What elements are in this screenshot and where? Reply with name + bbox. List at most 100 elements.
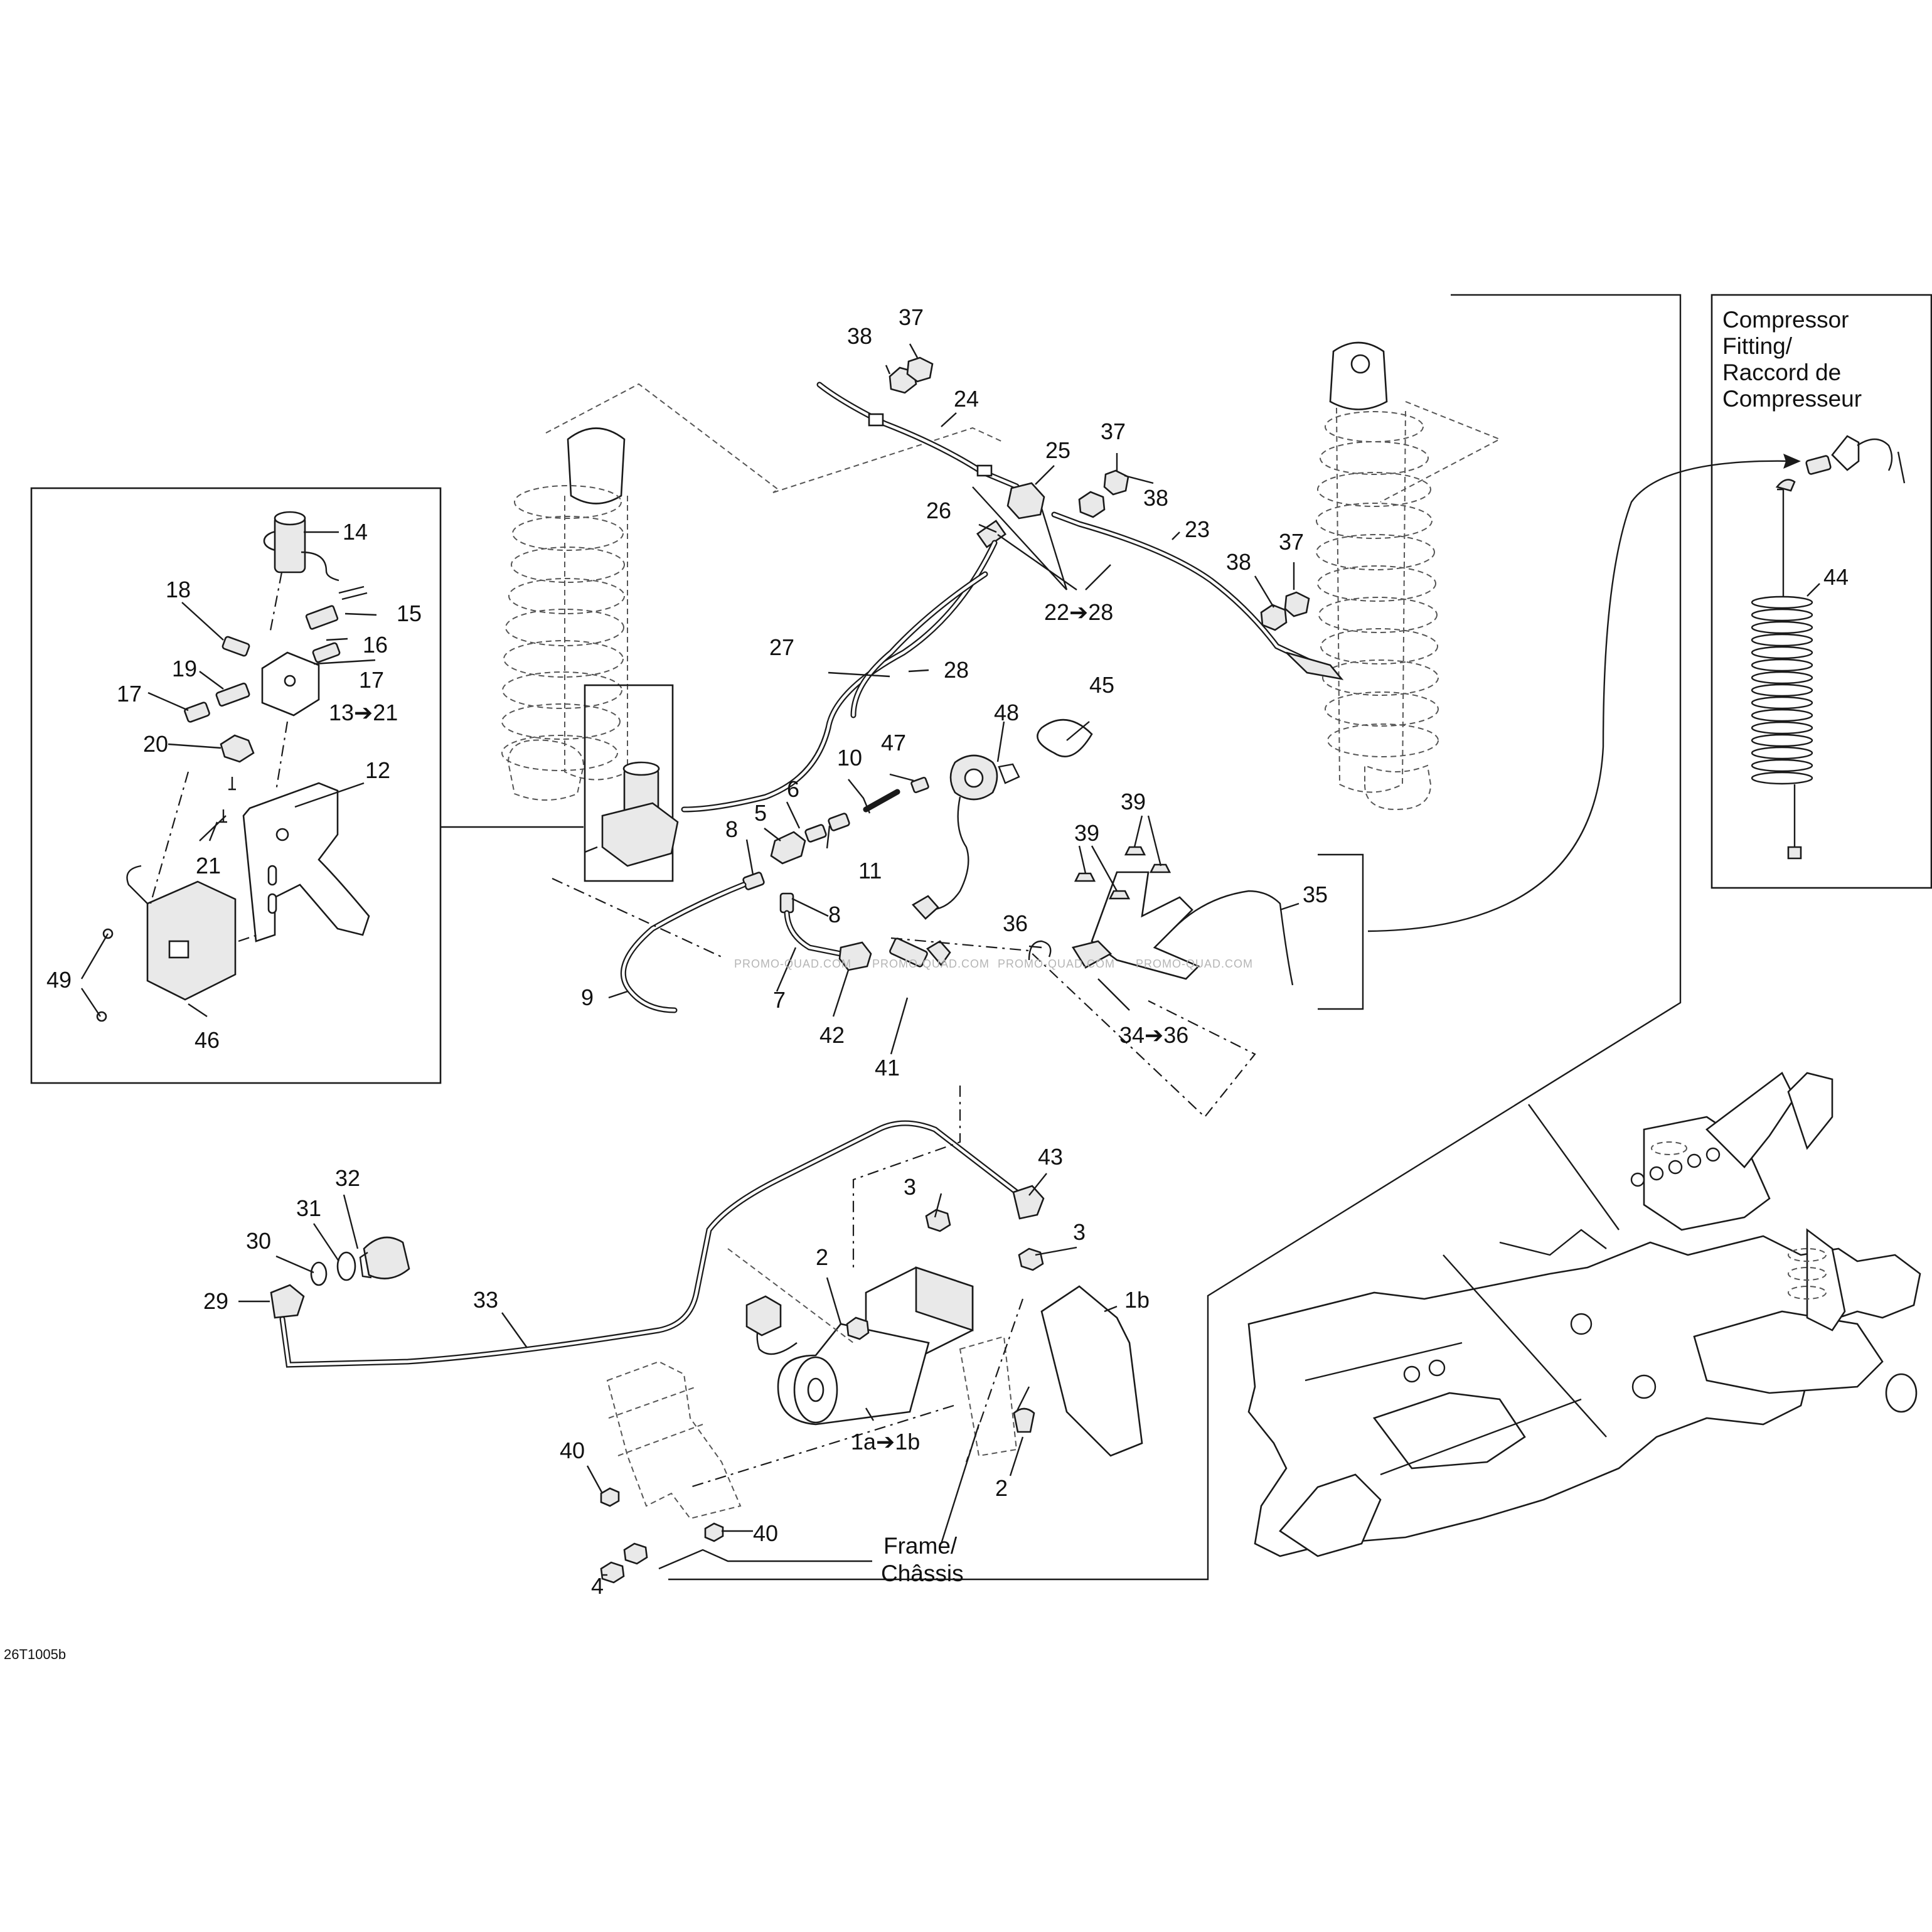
screws-49 <box>96 928 114 1022</box>
callout-6: 6 <box>787 776 799 802</box>
callout-20: 20 <box>143 731 168 757</box>
fittings-37-38-middle <box>1078 469 1129 518</box>
callout-10: 10 <box>837 745 862 771</box>
vehicle-frame <box>1247 1072 1921 1557</box>
air-line-7 <box>784 910 844 957</box>
callout-21: 21 <box>196 853 221 878</box>
callout-29: 29 <box>203 1288 228 1314</box>
callout-41: 41 <box>875 1055 900 1081</box>
callout-31: 31 <box>296 1195 321 1221</box>
callout-5: 5 <box>754 800 767 826</box>
callout-3: 3 <box>1073 1219 1086 1245</box>
callout-39: 39 <box>1074 820 1099 846</box>
callout-8: 8 <box>828 902 841 927</box>
leader-lines <box>80 343 1820 1576</box>
callout-14: 14 <box>343 519 368 545</box>
control-module-46 <box>126 865 237 1001</box>
callout-24: 24 <box>954 386 979 412</box>
svg-text:Châssis: Châssis <box>881 1561 964 1586</box>
elbow-29 <box>270 1284 305 1319</box>
callout-23: 23 <box>1185 516 1210 542</box>
svg-text:Fitting/: Fitting/ <box>1722 333 1793 359</box>
valve-inset-box <box>584 684 674 882</box>
callout-15: 15 <box>397 600 422 626</box>
bracket-12 <box>242 782 370 942</box>
callout-30: 30 <box>246 1228 271 1254</box>
left-shock-absorber <box>501 383 1005 801</box>
callout-37: 37 <box>1101 419 1126 444</box>
air-line-28 <box>850 571 988 718</box>
sensor-bracket-bracket <box>1318 853 1364 1010</box>
o-rings-30-31 <box>310 1251 356 1286</box>
callout-19: 19 <box>172 656 197 681</box>
arrow-head-compressor <box>1783 454 1801 469</box>
sensor-48 <box>911 754 1020 920</box>
solenoid-14 <box>263 511 339 582</box>
callout-labels: 38 37 24 25 26 37 38 23 38 37 22➔28 27 2… <box>46 304 1849 1599</box>
callout-45: 45 <box>1089 672 1114 698</box>
callout-39: 39 <box>1121 789 1146 814</box>
coiled-hose-44 <box>1751 479 1813 860</box>
callout-28: 28 <box>944 657 969 683</box>
callout-44: 44 <box>1823 564 1849 590</box>
cap-32 <box>359 1236 410 1279</box>
callout-2: 2 <box>816 1244 828 1270</box>
watermark-4: PROMO-QUAD.COM <box>1136 958 1253 970</box>
callout-25: 25 <box>1045 437 1070 463</box>
callout-1a-1b: 1a➔1b <box>851 1429 920 1454</box>
callout-2: 2 <box>995 1475 1008 1501</box>
compressor-fitting-box <box>1711 294 1932 889</box>
screws-21 <box>220 777 236 823</box>
callout-17: 17 <box>117 681 142 707</box>
callout-26: 26 <box>926 498 951 523</box>
callout-38: 38 <box>1226 549 1251 575</box>
callout-38: 38 <box>847 323 872 349</box>
frame-leader-arrow <box>1528 1104 1620 1230</box>
air-line-23 <box>1051 511 1344 680</box>
callout-42: 42 <box>819 1022 845 1048</box>
callout-3: 3 <box>904 1174 916 1200</box>
frame-note: Frame/ Châssis <box>881 1533 964 1586</box>
callout-47: 47 <box>881 730 906 755</box>
callout-27: 27 <box>769 634 794 660</box>
callout-34-36: 34➔36 <box>1119 1022 1188 1048</box>
air-line-9 <box>620 882 747 1013</box>
callout-46: 46 <box>195 1027 220 1053</box>
bracket-1b <box>959 1285 1143 1457</box>
figure-code: 26T1005b <box>4 1646 66 1662</box>
watermark-3: PROMO-QUAD.COM <box>998 958 1115 970</box>
callout-12: 12 <box>365 757 390 783</box>
fittings-37-38-top <box>889 356 934 394</box>
callout-22-28: 22➔28 <box>1044 599 1113 625</box>
svg-text:Frame/: Frame/ <box>883 1533 958 1559</box>
compressor-fitting <box>1805 435 1906 484</box>
svg-text:Raccord de: Raccord de <box>1722 360 1841 385</box>
callout-4: 4 <box>591 1573 604 1599</box>
callout-36: 36 <box>1003 910 1028 936</box>
callout-40: 40 <box>753 1520 778 1546</box>
fittings-37-38-right <box>1260 591 1310 631</box>
rivets-39 <box>1074 846 1171 900</box>
callout-7: 7 <box>773 987 786 1013</box>
watermark-1: PROMO-QUAD.COM <box>734 958 851 970</box>
air-line-33 <box>279 1120 1020 1368</box>
frame-leader <box>658 1386 1030 1570</box>
callout-17: 17 <box>359 667 384 693</box>
callout-18: 18 <box>166 577 191 602</box>
solenoid-dash-leaders <box>149 572 289 942</box>
callout-11: 11 <box>858 858 882 883</box>
air-line-24 <box>816 382 1020 489</box>
watermark-2: PROMO-QUAD.COM <box>872 958 990 970</box>
callout-49: 49 <box>46 967 72 993</box>
fittings-17-18-19-20 <box>184 636 341 763</box>
valve-assembly <box>584 761 679 867</box>
callout-9: 9 <box>581 985 594 1010</box>
compressor-1a <box>727 1248 974 1426</box>
callout-38: 38 <box>1143 485 1168 511</box>
frame-region-outline <box>668 294 1682 1581</box>
tee-42-connector-41 <box>838 937 951 971</box>
compressor-fitting-leader <box>1367 460 1795 932</box>
callout-1b: 1b <box>1124 1287 1150 1313</box>
